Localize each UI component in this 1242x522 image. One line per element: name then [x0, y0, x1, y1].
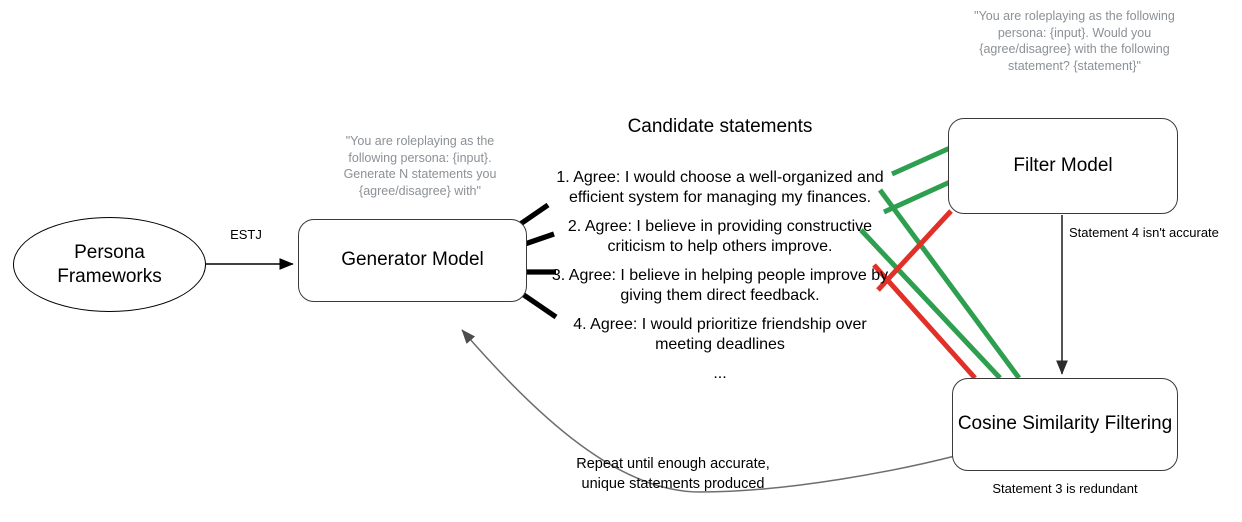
- persona-label-line-1: Persona: [74, 241, 145, 263]
- candidate-statements-title: Candidate statements: [627, 116, 813, 137]
- edge-accept-to-cosine-a: [877, 188, 1022, 380]
- edge-label-statement-4-inaccurate: Statement 4 isn't accurate: [1069, 225, 1219, 240]
- list-item: 1. Agree: I would choose a well-organize…: [556, 169, 884, 206]
- persona-label-line-2: Frameworks: [57, 265, 162, 287]
- list-item: 4. Agree: I would prioritize friendship …: [573, 316, 867, 353]
- list-item-ellipsis: ...: [713, 365, 727, 383]
- node-persona-frameworks[interactable]: Persona Frameworks: [13, 217, 206, 312]
- node-cosine-similarity-filtering[interactable]: Cosine Similarity Filtering: [952, 378, 1178, 471]
- list-item: 2. Agree: I believe in providing constru…: [567, 218, 873, 255]
- node-persona-frameworks-label: Persona Frameworks: [57, 241, 162, 289]
- list-item: 3. Agree: I believe in helping people im…: [551, 267, 889, 304]
- edge-label-feedback-loop: Repeat until enough accurate, unique sta…: [576, 456, 770, 492]
- candidate-statements-list: 1. Agree: I would choose a well-organize…: [545, 168, 895, 383]
- note-filter-prompt: "You are roleplaying as the following pe…: [974, 9, 1175, 73]
- edge-label-estj: ESTJ: [230, 227, 262, 242]
- caption-statement-3-redundant: Statement 3 is redundant: [992, 481, 1138, 496]
- node-generator-model-label: Generator Model: [341, 249, 484, 271]
- note-generator-prompt: "You are roleplaying as the following pe…: [343, 134, 497, 198]
- node-cosine-similarity-label: Cosine Similarity Filtering: [957, 413, 1173, 435]
- node-filter-model[interactable]: Filter Model: [948, 118, 1178, 214]
- edge-accept-statement-1: [890, 145, 952, 177]
- node-filter-model-label: Filter Model: [1013, 154, 1113, 176]
- node-generator-model[interactable]: Generator Model: [298, 219, 527, 302]
